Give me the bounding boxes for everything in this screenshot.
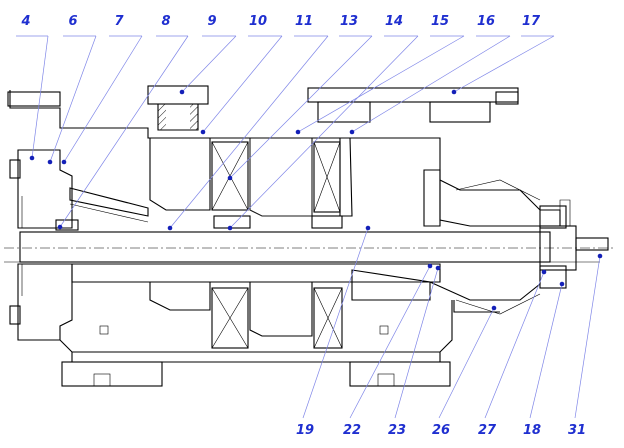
leader-line-11 [169,35,329,229]
callout-dots [29,89,603,311]
leader-line-7 [63,35,143,163]
leader-line-17 [453,35,555,93]
leader-line-8 [59,35,189,228]
leader-line-31 [574,255,601,419]
callout-27: 27 [478,423,497,438]
callout-6: 6 [68,14,77,29]
leader-line-13 [229,35,373,179]
callout-dot-26 [491,305,497,311]
leader-line-26 [438,307,495,419]
leader-line-14 [229,35,419,229]
callout-26: 26 [432,423,450,438]
callout-15: 15 [431,14,449,29]
callout-dot-8 [57,224,63,230]
leader-line-15 [297,35,465,133]
callout-18: 18 [523,423,541,438]
callout-dot-6 [47,159,53,165]
callout-13: 13 [340,14,358,29]
callout-dot-9 [179,89,185,95]
callout-dot-14 [227,225,233,231]
callout-dot-23 [435,265,441,271]
leader-line-23 [394,267,439,419]
top-flange-right [307,87,519,123]
callout-14: 14 [385,14,403,29]
callout-7: 7 [114,14,124,29]
callout-dot-7 [61,159,67,165]
callout-dot-27 [541,269,547,275]
callouts-top: 4 6 7 8 9 10 11 13 14 15 16 17 [20,14,541,29]
leader-line-16 [351,35,511,133]
callout-10: 10 [249,14,267,29]
left-end-cover [7,91,73,341]
leader-line-27 [484,271,545,419]
callout-17: 17 [522,14,541,29]
callout-22: 22 [343,423,361,438]
callout-dot-16 [349,129,355,135]
callout-16: 16 [477,14,495,29]
callout-4: 4 [20,14,30,29]
leader-line-22 [349,265,431,419]
callout-dot-19 [365,225,371,231]
callout-dot-31 [597,253,603,259]
callout-11: 11 [295,14,313,29]
leader-line-18 [529,283,563,419]
callout-dot-15 [295,129,301,135]
callout-dot-17 [451,89,457,95]
support-feet [61,361,451,387]
top-flange-left [147,85,209,131]
callout-31: 31 [568,423,586,438]
leader-line-19 [302,227,369,419]
callout-dot-10 [200,129,206,135]
callout-19: 19 [296,423,314,438]
leader-lines [16,35,601,419]
leader-line-6 [49,35,97,163]
leader-line-9 [181,35,237,93]
callout-dot-18 [559,281,565,287]
callout-9: 9 [207,14,216,29]
callout-dot-11 [167,225,173,231]
callout-dot-13 [227,175,233,181]
pump-body [4,85,616,387]
callouts-bottom: 19 22 23 26 27 18 31 [296,423,586,438]
callout-23: 23 [388,423,406,438]
leader-line-4 [31,35,49,159]
callout-dot-4 [29,155,35,161]
leader-line-10 [202,35,283,133]
callout-8: 8 [161,14,170,29]
callout-dot-22 [427,263,433,269]
